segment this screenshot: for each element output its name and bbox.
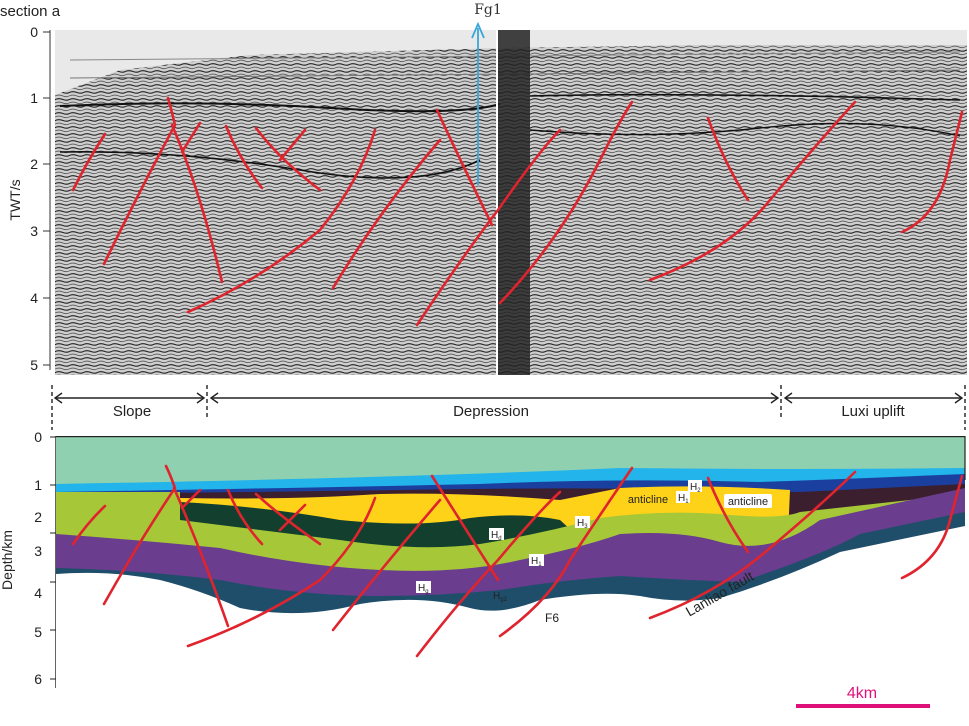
seismic-fault [180, 121, 202, 154]
geologic-frame-top [56, 436, 965, 438]
geologic-panel: Depth/km 0 1 2 3 4 5 6 [0, 429, 966, 708]
geologic-fault [71, 504, 107, 546]
svg-text:H1: H1 [678, 493, 689, 505]
depth-tick-3: 3 [34, 543, 42, 559]
seismic-title: section a [0, 3, 61, 20]
geologic-fault [900, 474, 964, 580]
geologic-fault [254, 492, 322, 546]
seismic-fault [102, 96, 177, 266]
svg-text:Hg: Hg [418, 583, 429, 595]
seismic-fault [254, 126, 322, 192]
twt-tick-5: 5 [30, 357, 38, 373]
seismic-fault [224, 124, 264, 190]
anticline-label-2: anticline [728, 496, 768, 508]
zone-depression: Depression [453, 403, 529, 420]
twt-tick-4: 4 [30, 290, 38, 306]
geologic-fault [430, 474, 500, 582]
geologic-fault [180, 488, 202, 510]
depth-axis-ticks: 0 1 2 3 4 5 6 [34, 429, 56, 687]
seismic-fault [435, 108, 494, 227]
horizon-labels: H2 H1 Hd H3 H1 Hg Hg2 [416, 480, 702, 603]
seismic-fault [648, 100, 857, 282]
horizon-label-h3: H3 [575, 516, 590, 530]
svg-text:Hd: Hd [491, 530, 502, 542]
anticline-label-1: anticline [628, 494, 668, 506]
geologic-fault [498, 466, 634, 638]
twt-tick-1: 1 [30, 90, 38, 106]
svg-text:Hg2: Hg2 [493, 591, 508, 603]
geologic-fault [226, 488, 264, 546]
geologic-fault [415, 490, 562, 658]
seismic-fault [900, 110, 964, 234]
geologic-fault [278, 503, 307, 532]
basement [56, 526, 965, 688]
horizon-label-h2: H2 [688, 480, 702, 494]
twt-tick-0: 0 [30, 24, 38, 40]
well-label: Fg1 [474, 2, 502, 18]
seismic-fault [170, 123, 224, 284]
zone-slope: Slope [113, 403, 151, 420]
horizon-label-hd: Hd [489, 528, 504, 542]
zone-luxi-uplift: Luxi uplift [841, 403, 905, 420]
zone-brackets [51, 385, 966, 430]
svg-text:H1: H1 [531, 556, 542, 568]
geologic-fault [706, 476, 750, 554]
horizon-label-h1b: H1 [529, 554, 544, 568]
depth-tick-1: 1 [34, 477, 42, 493]
twt-tick-3: 3 [30, 223, 38, 239]
horizon-label-h1a: H1 [676, 491, 690, 505]
depth-tick-5: 5 [34, 624, 42, 640]
seismic-panel: section a TWT/s 0 1 2 3 4 5 [0, 2, 967, 375]
seismic-fault [415, 128, 562, 327]
twt-axis-ticks: 0 1 2 3 4 5 [30, 24, 50, 373]
depth-tick-2: 2 [34, 509, 42, 525]
depth-axis-label: Depth/km [0, 530, 15, 590]
scale-bar-label: 4km [847, 685, 877, 702]
seismic-fault [498, 100, 634, 305]
geologic-fault [186, 496, 377, 648]
twt-tick-2: 2 [30, 156, 38, 172]
seismic-faults [71, 96, 964, 327]
svg-text:H2: H2 [690, 482, 701, 494]
geologic-fault [331, 498, 442, 632]
fault-label-f6: F6 [545, 611, 559, 625]
geologic-fault [172, 486, 230, 628]
seismic-fault [186, 128, 377, 314]
depth-tick-4: 4 [34, 585, 42, 601]
svg-text:H3: H3 [577, 518, 588, 530]
seismic-fault [331, 138, 442, 290]
well-arrow-head [471, 21, 485, 39]
seismic-fault [278, 128, 307, 162]
horizon-label-hg: Hg [416, 581, 431, 595]
seismic-fault [71, 132, 107, 192]
depth-tick-0: 0 [34, 429, 42, 445]
geologic-fault [102, 464, 177, 606]
geologic-fault [648, 470, 857, 620]
horizon-label-hg2: Hg2 [493, 591, 508, 603]
seismic-fault [706, 116, 750, 202]
geologic-layers [56, 436, 965, 688]
geologic-faults [71, 464, 964, 658]
twt-axis-label: TWT/s [7, 179, 23, 220]
depth-tick-6: 6 [34, 671, 42, 687]
